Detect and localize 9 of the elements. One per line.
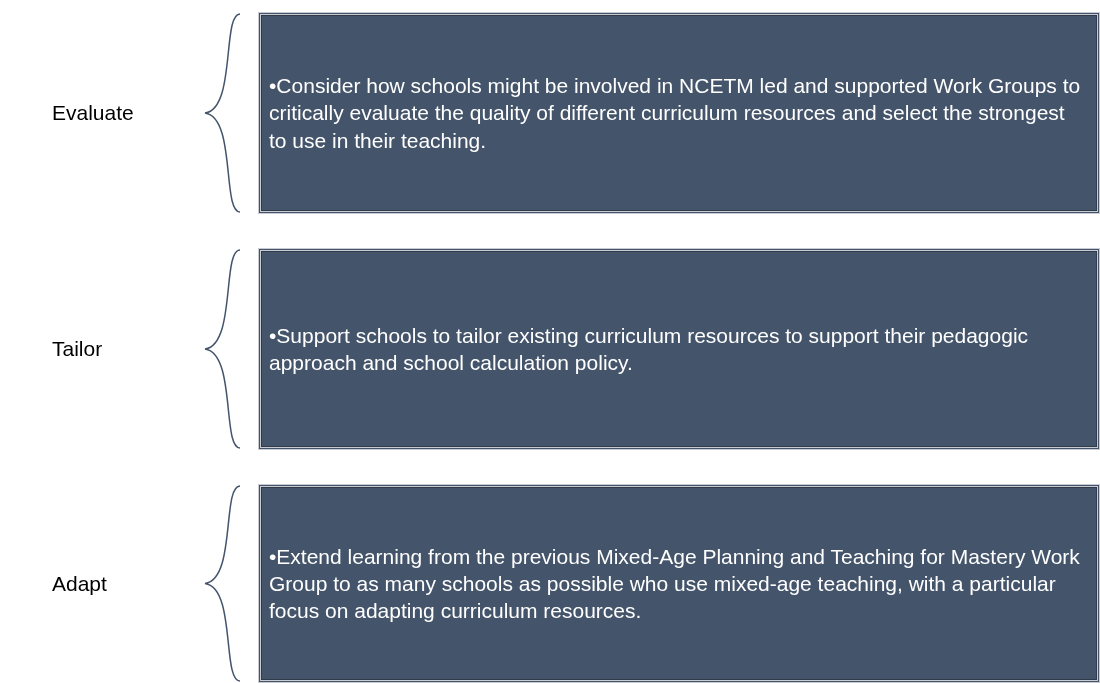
description-text: •Extend learning from the previous Mixed-Age Planning and Teaching for Mastery Work Group to as many schools as possible who use mixed-age teaching, with a particular focus on adapting curriculum resources.: [269, 543, 1081, 625]
description-text: •Support schools to tailor existing curriculum resources to support their pedagogic approach and school calculation policy.: [269, 322, 1030, 376]
stage-label: Adapt: [52, 571, 107, 596]
text-panel: [258, 484, 1100, 683]
stage-label: Tailor: [52, 337, 103, 361]
text-panel: [258, 12, 1100, 214]
text-panel: [258, 248, 1100, 450]
description-text: •Consider how schools might be involved in NCETM led and supported Work Groups to critically evaluate the quality of different curriculum resources and select the strongest to use in their teaching.: [269, 73, 1082, 154]
stage-label: Evaluate: [52, 101, 134, 125]
